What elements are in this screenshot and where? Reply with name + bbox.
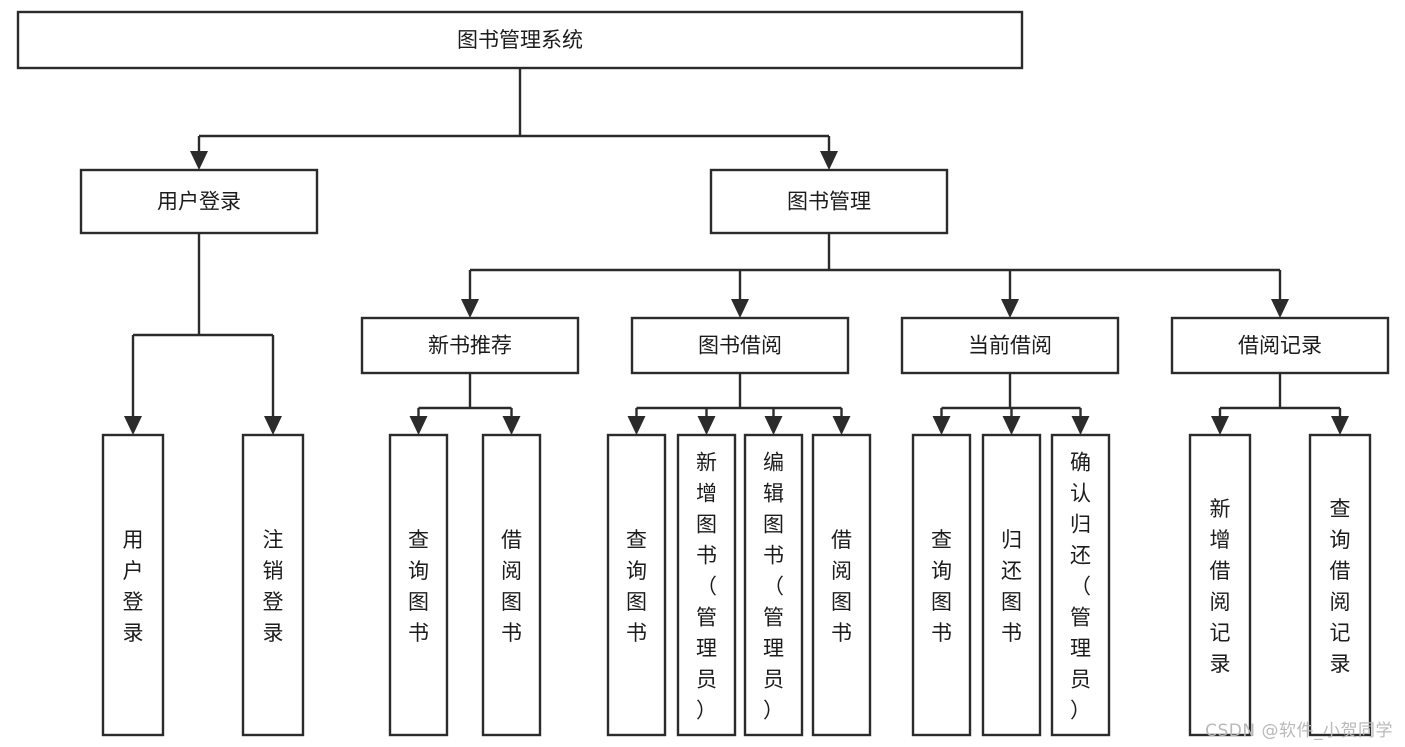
edge-group-newbook	[409, 373, 521, 435]
edge-group-root	[190, 68, 838, 170]
node-label-leaf-user-login: 用户登录	[123, 528, 144, 645]
node-label-leaf-rec-add: 新增借阅记录	[1210, 497, 1231, 676]
node-box-leaf-rec-add	[1188, 433, 1252, 737]
node-box-leaf-cur-query	[911, 433, 972, 737]
arrow-head-icon	[1271, 299, 1289, 318]
node-box-newbook	[360, 316, 580, 375]
node-box-borrow	[630, 316, 850, 375]
edge-group-borrow	[627, 373, 851, 435]
arrow-head-icon	[1001, 299, 1019, 318]
arrow-head-icon	[124, 416, 142, 435]
node-box-leaf-nb-query	[388, 433, 449, 737]
node-box-leaf-cur-return	[981, 433, 1042, 737]
node-leaf-rec-query[interactable]: 查询借阅记录	[1308, 433, 1372, 737]
node-leaf-bw-add[interactable]: 新增图书（管理员）	[676, 433, 737, 737]
node-box-root	[16, 10, 1024, 70]
arrow-head-icon	[502, 416, 521, 435]
node-leaf-bw-query[interactable]: 查询图书	[606, 433, 667, 737]
arrow-head-icon	[697, 416, 716, 435]
arrow-head-icon	[832, 416, 851, 435]
node-leaf-user-login[interactable]: 用户登录	[101, 433, 165, 737]
node-newbook[interactable]: 新书推荐	[360, 316, 580, 375]
node-box-leaf-user-login	[101, 433, 165, 737]
node-label-leaf-rec-query: 查询借阅记录	[1330, 497, 1351, 676]
node-bookmgmt[interactable]: 图书管理	[709, 168, 949, 235]
node-borrow[interactable]: 图书借阅	[630, 316, 850, 375]
arrow-head-icon	[731, 299, 749, 318]
node-label-root: 图书管理系统	[457, 28, 583, 52]
arrow-head-icon	[1331, 416, 1349, 435]
arrow-head-icon	[190, 151, 208, 170]
edge-group-records	[1211, 373, 1349, 435]
node-box-records	[1170, 316, 1390, 375]
node-leaf-rec-add[interactable]: 新增借阅记录	[1188, 433, 1252, 737]
node-label-borrow: 图书借阅	[698, 334, 782, 358]
node-label-bookmgmt: 图书管理	[787, 190, 871, 214]
node-box-current	[900, 316, 1120, 375]
node-box-leaf-bw-borrow	[811, 433, 872, 737]
node-box-leaf-rec-query	[1308, 433, 1372, 737]
node-login[interactable]: 用户登录	[79, 168, 319, 235]
node-leaf-bw-edit[interactable]: 编辑图书（管理员）	[743, 433, 804, 737]
node-label-leaf-user-logout: 注销登录	[263, 528, 284, 645]
node-box-leaf-bw-edit	[743, 433, 804, 737]
edge-group-current	[932, 373, 1090, 435]
node-label-records: 借阅记录	[1238, 334, 1322, 358]
arrow-head-icon	[764, 416, 783, 435]
node-label-leaf-nb-query: 查询图书	[408, 528, 429, 645]
node-layer: 图书管理系统用户登录图书管理新书推荐图书借阅当前借阅借阅记录用户登录注销登录查询…	[16, 10, 1390, 737]
node-label-leaf-nb-borrow: 借阅图书	[501, 528, 522, 645]
node-leaf-cur-return[interactable]: 归还图书	[981, 433, 1042, 737]
node-box-leaf-bw-add	[676, 433, 737, 737]
arrow-head-icon	[1071, 416, 1090, 435]
arrow-head-icon	[820, 151, 838, 170]
node-label-leaf-cur-confirm: 确认归还（管理员）	[1070, 451, 1091, 723]
node-label-leaf-bw-edit: 编辑图书（管理员）	[763, 451, 784, 723]
node-label-leaf-bw-add: 新增图书（管理员）	[696, 451, 717, 723]
node-label-leaf-bw-query: 查询图书	[626, 528, 647, 645]
node-label-current: 当前借阅	[968, 334, 1052, 358]
node-box-leaf-bw-query	[606, 433, 667, 737]
node-leaf-nb-borrow[interactable]: 借阅图书	[481, 433, 542, 737]
node-label-leaf-cur-return: 归还图书	[1001, 528, 1022, 645]
node-current[interactable]: 当前借阅	[900, 316, 1120, 375]
node-leaf-cur-query[interactable]: 查询图书	[911, 433, 972, 737]
node-box-leaf-user-logout	[241, 433, 305, 737]
node-root[interactable]: 图书管理系统	[16, 10, 1024, 70]
node-box-leaf-nb-borrow	[481, 433, 542, 737]
arrow-head-icon	[932, 416, 951, 435]
arrow-head-icon	[1211, 416, 1229, 435]
node-box-leaf-cur-confirm	[1050, 433, 1111, 737]
node-label-newbook: 新书推荐	[428, 334, 512, 358]
arrow-head-icon	[264, 416, 282, 435]
node-box-bookmgmt	[709, 168, 949, 235]
edge-group-login	[124, 233, 282, 435]
node-leaf-cur-confirm[interactable]: 确认归还（管理员）	[1050, 433, 1111, 737]
arrow-head-icon	[461, 299, 479, 318]
node-box-login	[79, 168, 319, 235]
arrow-head-icon	[627, 416, 646, 435]
arrow-head-icon	[409, 416, 428, 435]
edge-group-bookmgmt	[461, 233, 1289, 318]
arrow-head-icon	[1002, 416, 1021, 435]
node-leaf-nb-query[interactable]: 查询图书	[388, 433, 449, 737]
node-leaf-bw-borrow[interactable]: 借阅图书	[811, 433, 872, 737]
node-label-leaf-bw-borrow: 借阅图书	[831, 528, 852, 645]
node-leaf-user-logout[interactable]: 注销登录	[241, 433, 305, 737]
node-records[interactable]: 借阅记录	[1170, 316, 1390, 375]
node-label-leaf-cur-query: 查询图书	[931, 528, 952, 645]
node-label-login: 用户登录	[157, 190, 241, 214]
connector-layer	[124, 68, 1349, 435]
